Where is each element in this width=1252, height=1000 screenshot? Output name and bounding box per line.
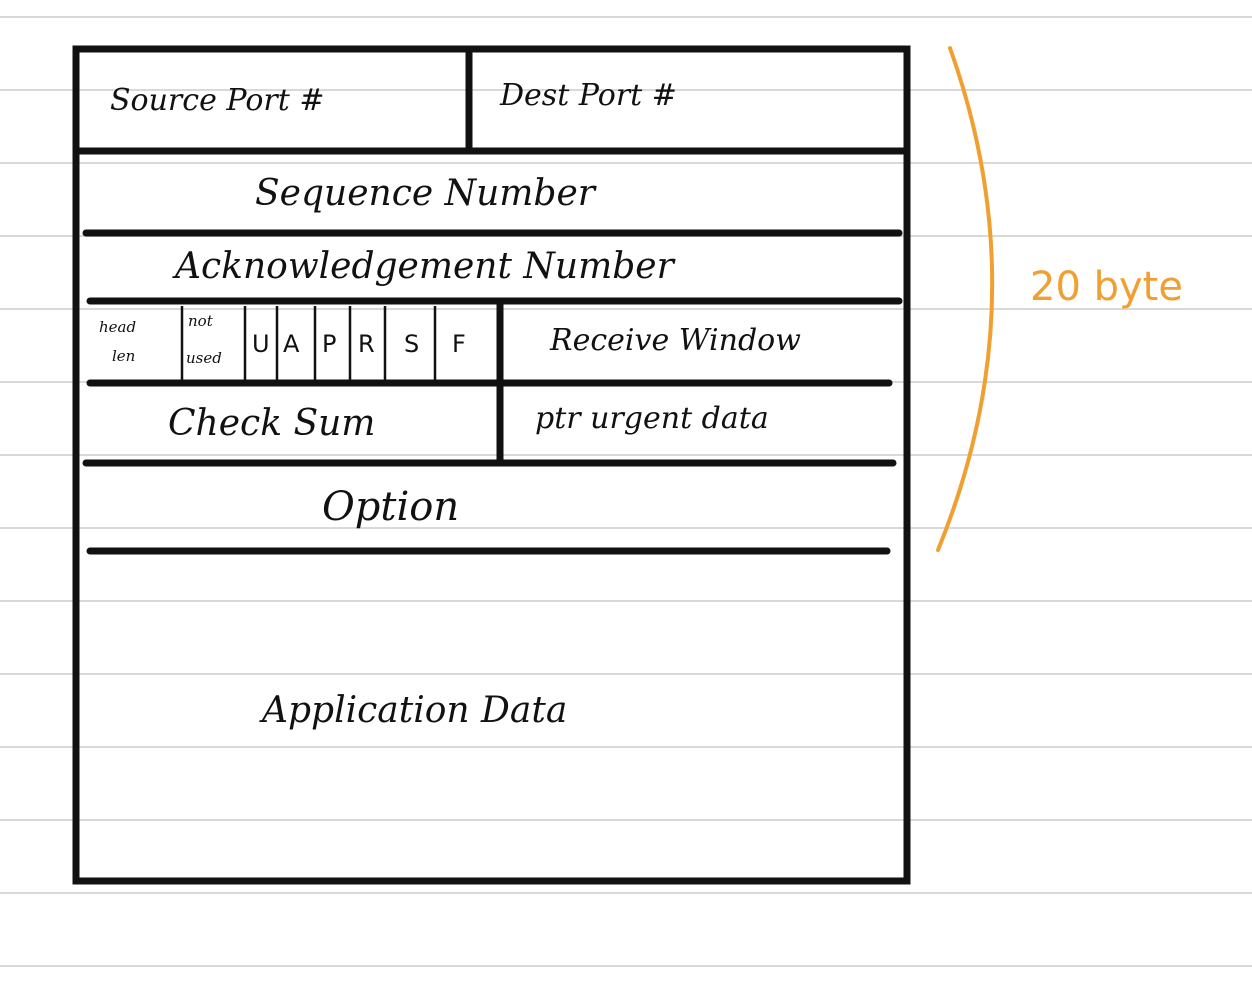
flag-psh: P [322, 330, 336, 358]
flag-dividers [180, 306, 437, 380]
not-used-label-line1: not [188, 312, 214, 330]
not-used-label-line2: used [186, 349, 222, 367]
dest-port-label: Dest Port # [499, 78, 677, 113]
header-size-label: 20 byte [1030, 264, 1183, 310]
option-label: Option [322, 484, 459, 530]
sequence-number-label: Sequence Number [255, 173, 597, 214]
head-len-label-line1: head [99, 318, 136, 336]
flag-ack: A [283, 330, 300, 358]
header-size-brace [936, 46, 995, 552]
acknowledgement-number-label: Acknowledgement Number [172, 246, 676, 287]
segment-outline [72, 45, 911, 885]
head-len-label-line2: len [112, 347, 135, 365]
flag-syn: S [404, 330, 419, 358]
application-data-label: Application Data [259, 690, 567, 731]
flag-rst: R [358, 330, 375, 358]
flag-urg: U [252, 330, 270, 358]
check-sum-label: Check Sum [168, 403, 375, 444]
receive-window-label: Receive Window [549, 323, 801, 358]
flag-fin: F [452, 330, 466, 358]
source-port-label: Source Port # [110, 83, 324, 118]
ruled-lines [0, 16, 1252, 967]
urgent-pointer-label: ptr urgent data [535, 401, 769, 436]
